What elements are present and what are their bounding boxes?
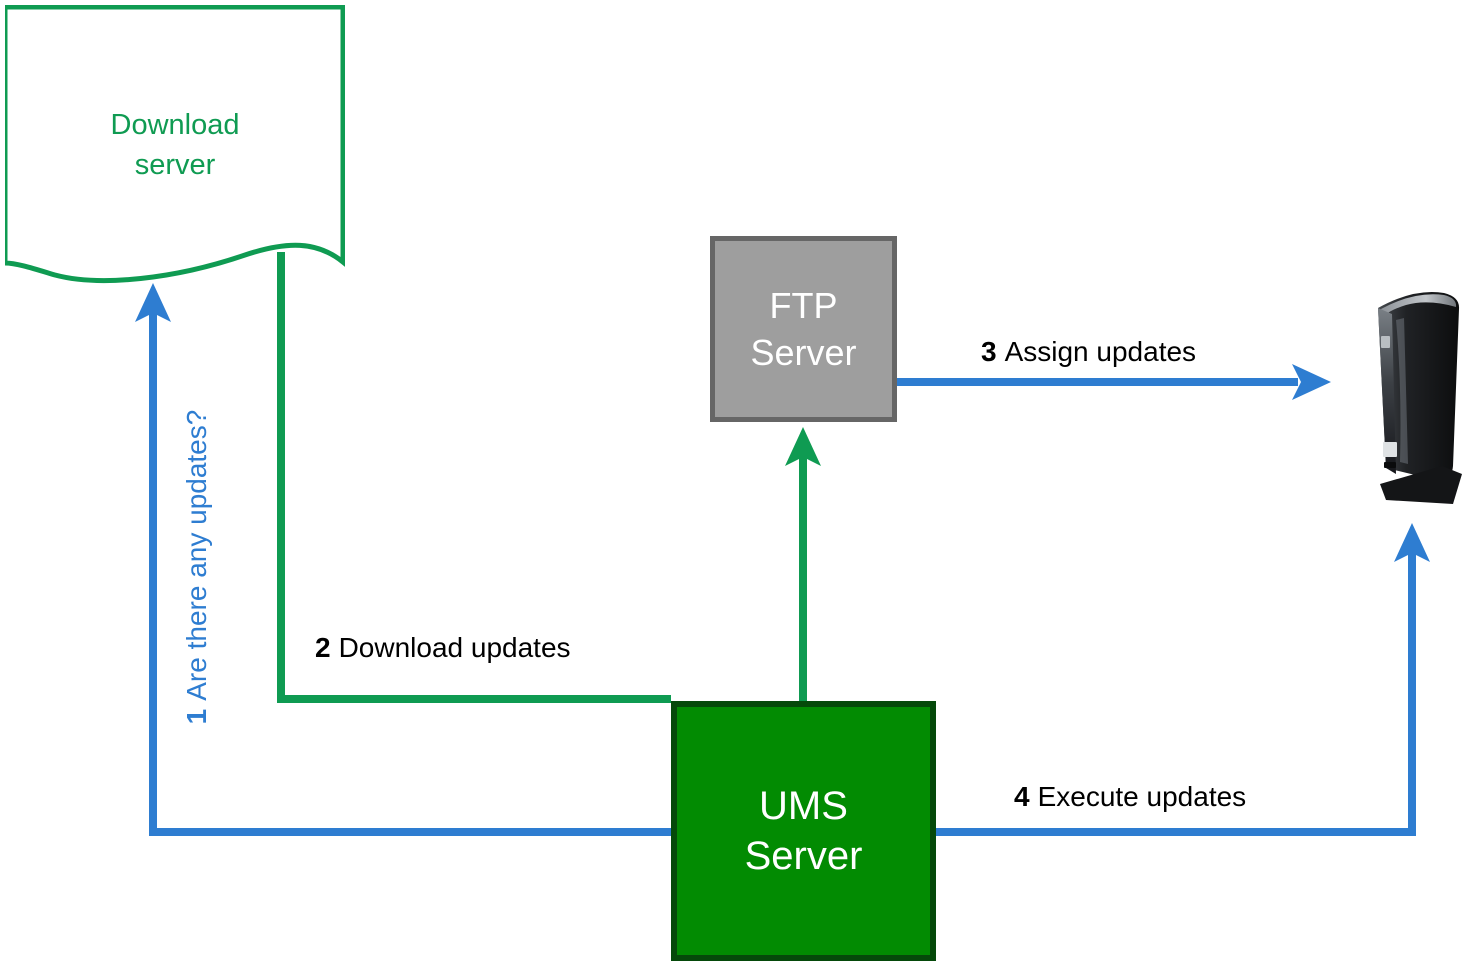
step-number: 4 [1014,781,1030,812]
arrowhead-up-icon [785,427,821,466]
edge-are-there-any-updates [135,283,671,836]
node-ums-server[interactable]: UMS Server [671,701,936,961]
step-number: 1 [181,708,212,725]
step-text: Are there any updates? [181,409,212,701]
ums-server-label: UMS Server [744,784,863,878]
step-text: Download updates [338,632,571,663]
node-thin-client[interactable] [1356,286,1468,512]
edge-execute-updates [936,523,1430,836]
document-shape-icon [5,5,345,283]
node-download-server[interactable]: Download server [5,5,345,285]
edge-assign-updates [897,364,1331,400]
step-number: 3 [981,336,997,367]
step-number: 2 [315,632,331,663]
download-server-label: Download server [110,109,240,181]
edge-ums-to-ftp [785,427,821,701]
edge-download-updates [277,252,671,703]
arrowhead-up-icon [1394,523,1430,562]
arrowhead-right-icon [1292,364,1331,400]
thin-client-device-icon [1378,292,1462,504]
step-text: Assign updates [1004,336,1197,367]
arrowhead-up-icon [135,283,171,322]
node-ftp-server[interactable]: FTP Server [710,236,897,422]
ftp-server-label: FTP Server [750,285,857,373]
edge-label-are-there-any-updates: 1 Are there any updates? [181,410,213,725]
step-text: Execute updates [1037,781,1247,812]
